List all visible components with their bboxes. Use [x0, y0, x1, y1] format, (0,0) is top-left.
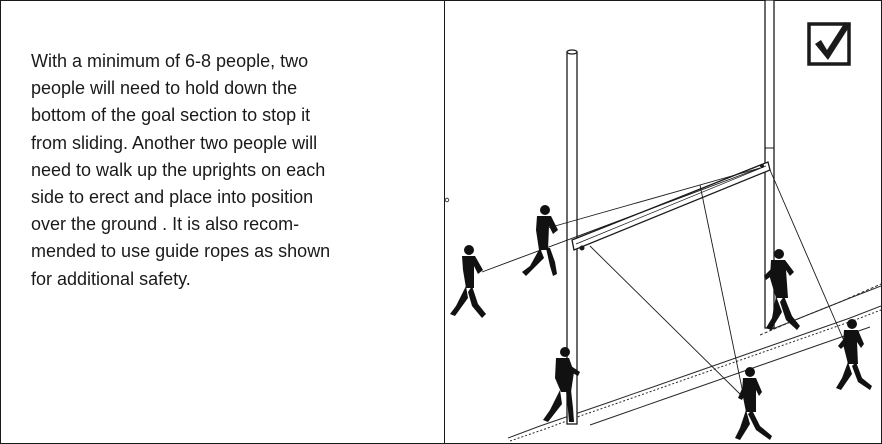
instruction-line: mended to use guide ropes as shown: [31, 241, 331, 262]
guide-ropes: [481, 167, 849, 399]
goal-post-erection-illustration: [445, 0, 881, 442]
checkbox-checked-icon: [807, 22, 851, 66]
instruction-line: side to erect and place into position: [31, 187, 314, 208]
people: [450, 205, 872, 440]
person-holding-left-upright: [543, 347, 580, 422]
instruction-line: With a minimum of 6-8 people, two: [31, 51, 309, 71]
anchor-point: [445, 197, 450, 203]
instructions-panel: With a minimum of 6-8 people, two people…: [31, 48, 426, 293]
person-puller-left: [450, 245, 486, 318]
person-rope-right: [836, 319, 872, 390]
instruction-line: bottom of the goal section to stop it: [31, 105, 311, 126]
instruction-line: over the ground . It is also recom-: [31, 214, 300, 235]
panel-divider: [444, 0, 445, 444]
instructions-text: With a minimum of 6-8 people, two people…: [31, 48, 426, 293]
instruction-line: from sliding. Another two people will: [31, 132, 318, 153]
person-holding-right-upright: [764, 249, 800, 330]
instruction-line: need to walk up the uprights on each: [31, 159, 326, 180]
person-rope-bottom-middle: [735, 367, 772, 440]
person-puller-middle: [522, 205, 558, 276]
instruction-line: for additional safety.: [31, 268, 191, 289]
instruction-line: people will need to hold down the: [31, 78, 298, 99]
